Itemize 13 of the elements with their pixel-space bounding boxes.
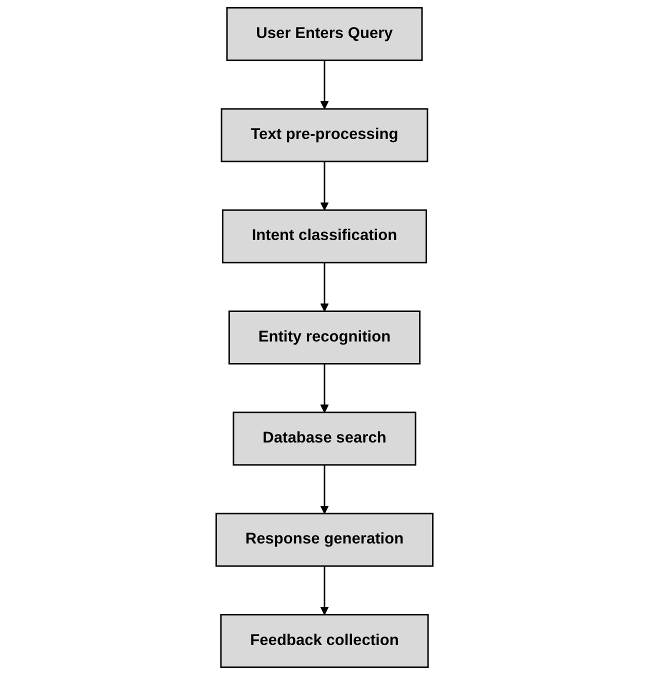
arrow — [320, 60, 329, 110]
arrow — [320, 161, 329, 210]
node-box: Database search — [232, 412, 416, 466]
node-box: User Enters Query — [226, 7, 423, 62]
node-box: Feedback collection — [220, 614, 429, 668]
arrow — [320, 464, 329, 514]
node-box: Intent classification — [222, 209, 428, 264]
node-box: Text pre-processing — [220, 108, 428, 162]
node-box: Entity recognition — [228, 310, 421, 364]
node-box: Response generation — [215, 512, 434, 567]
arrow — [320, 262, 329, 312]
arrow — [320, 364, 329, 413]
arrow — [320, 566, 329, 616]
